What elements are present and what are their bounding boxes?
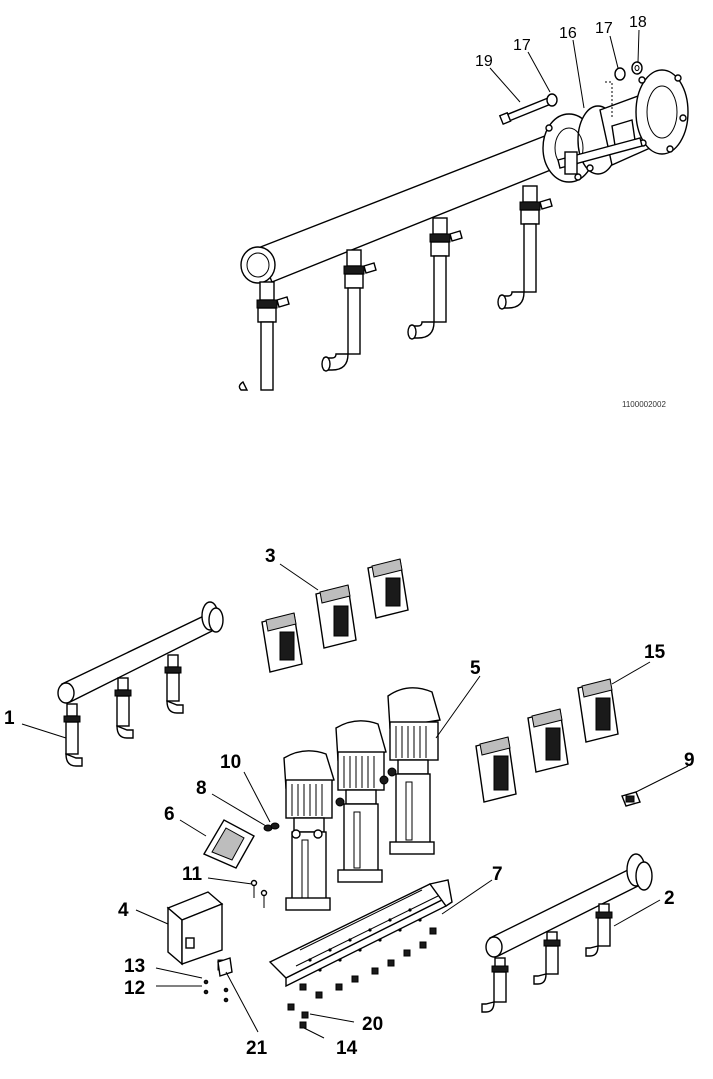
base-frame-7 (268, 879, 453, 988)
terminal-box-3c (367, 558, 409, 619)
riser-branch-2 (321, 249, 377, 372)
label-10: 10 (220, 752, 241, 773)
fittings-8-10 (263, 822, 280, 832)
label-12: 12 (124, 978, 145, 999)
label-14: 14 (336, 1038, 358, 1059)
bottom-exploded-system: 1 2 3 4 5 6 7 8 9 10 11 12 13 14 15 20 2… (4, 546, 695, 1059)
label-17-right: 17 (595, 20, 613, 37)
riser-branch-3 (407, 217, 463, 340)
label-5: 5 (470, 658, 481, 679)
label-7: 7 (492, 864, 503, 885)
label-15: 15 (644, 642, 666, 663)
display-panel-6 (202, 819, 255, 869)
label-11: 11 (182, 864, 203, 885)
washers-12-13 (203, 979, 229, 1003)
control-cabinet-4 (166, 891, 227, 971)
label-21: 21 (246, 1038, 268, 1059)
drive-boxes-15 (475, 678, 619, 803)
terminal-box-3b (315, 584, 357, 649)
label-9: 9 (684, 750, 695, 771)
label-19: 19 (475, 53, 493, 70)
terminal-boxes-3 (261, 558, 409, 673)
label-1: 1 (4, 708, 15, 729)
label-18: 18 (629, 14, 647, 31)
feet-nuts-20-14 (287, 927, 437, 1029)
drive-box-15a (475, 736, 517, 803)
top-manifold-detail: 19 17 16 17 18 1100002002 (238, 14, 689, 409)
screws-11 (250, 879, 268, 908)
label-13: 13 (124, 956, 145, 977)
vertical-pump-1 (283, 750, 335, 911)
flange-assembly (542, 69, 689, 183)
manifold-pipe (240, 131, 569, 284)
vertical-pump-3 (387, 687, 441, 855)
switch-9 (621, 791, 641, 807)
label-2: 2 (664, 888, 675, 909)
label-16: 16 (559, 25, 577, 42)
riser-branch-1 (238, 281, 290, 391)
vertical-pump-2 (335, 720, 389, 883)
label-6: 6 (164, 804, 175, 825)
riser-branch-4 (497, 185, 553, 310)
discharge-manifold-right (481, 853, 653, 1013)
label-8: 8 (196, 778, 207, 799)
drive-box-15c (577, 678, 619, 743)
drawing-code: 1100002002 (622, 400, 666, 409)
label-4: 4 (118, 900, 129, 921)
suction-manifold-left (57, 601, 224, 767)
label-3: 3 (265, 546, 276, 567)
label-17-left: 17 (513, 37, 531, 54)
drive-box-15b (527, 708, 569, 773)
terminal-box-3a (261, 612, 303, 673)
label-20: 20 (362, 1014, 383, 1035)
bracket-21 (217, 957, 233, 977)
loose-hardware (498, 61, 643, 126)
